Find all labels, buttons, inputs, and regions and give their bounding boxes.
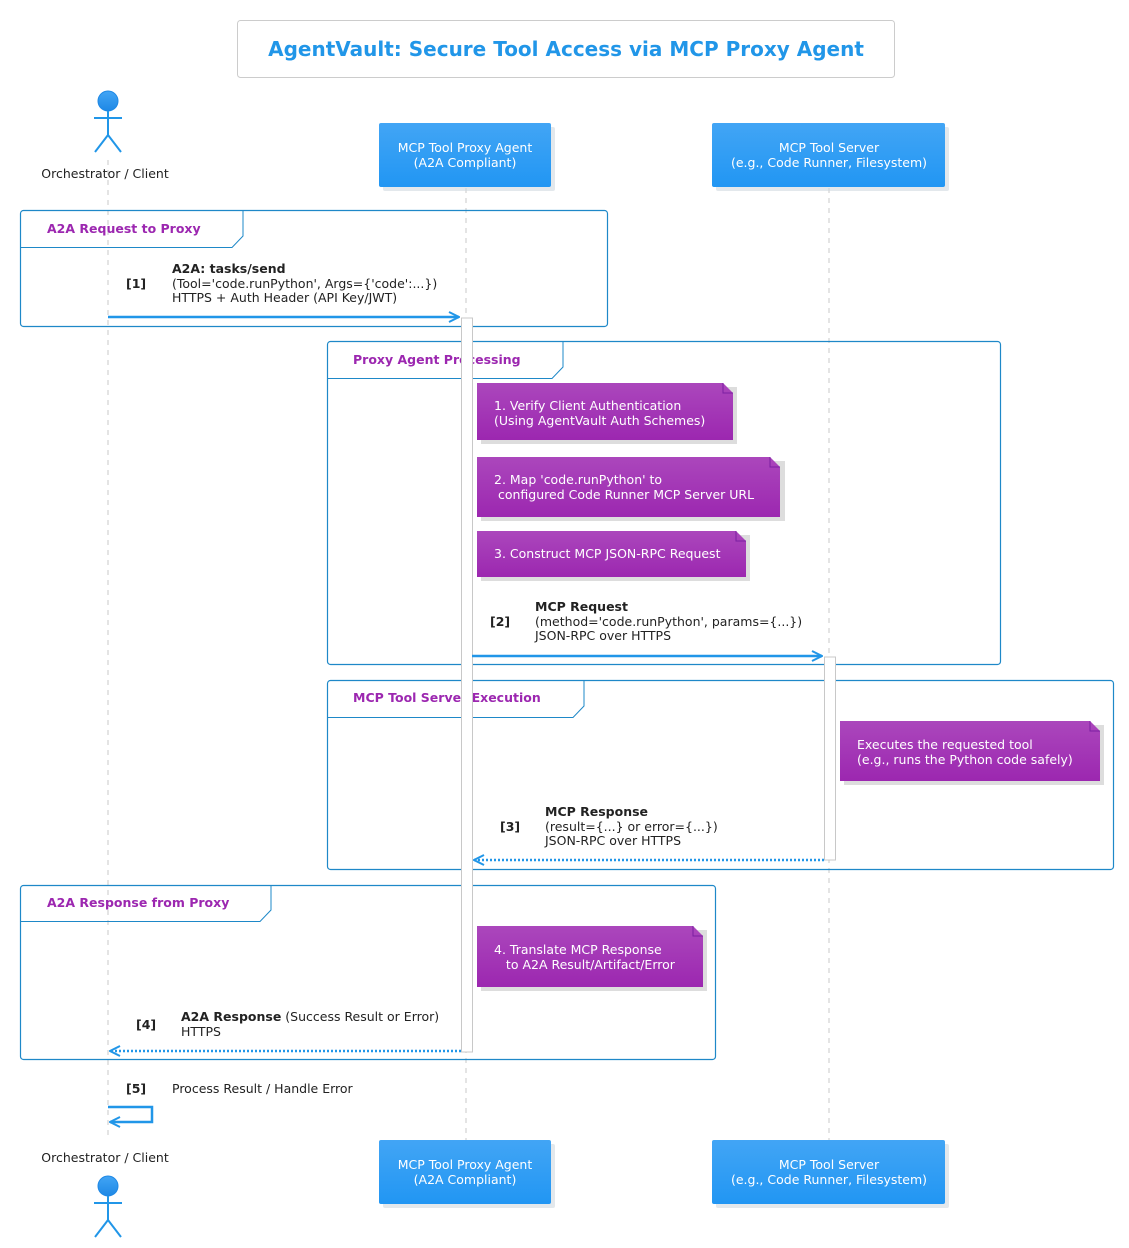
participant-server-top: MCP Tool Server (e.g., Code Runner, File… [712, 123, 949, 191]
message-4: [4] A2A Response (Success Result or Erro… [110, 1009, 461, 1051]
step-number: [1] [126, 276, 146, 291]
frame-label: A2A Request to Proxy [47, 221, 201, 236]
participant-proxy-bottom: MCP Tool Proxy Agent (A2A Compliant) [379, 1140, 555, 1208]
note-text: 4. Translate MCP Response [494, 942, 662, 957]
participant-label: MCP Tool Proxy Agent [398, 1157, 533, 1172]
step-number: [4] [136, 1017, 156, 1032]
participant-label: (e.g., Code Runner, Filesystem) [731, 1172, 927, 1187]
arrow-self [108, 1105, 154, 1122]
message-title: A2A: tasks/send [172, 261, 286, 276]
participant-label: MCP Tool Proxy Agent [398, 140, 533, 155]
message-3: [3] MCP Response (result={...} or error=… [474, 804, 824, 860]
participant-proxy-top: MCP Tool Proxy Agent (A2A Compliant) [379, 123, 555, 191]
participant-label: (A2A Compliant) [414, 1172, 517, 1187]
note-text: (e.g., runs the Python code safely) [857, 752, 1073, 767]
message-text: (Tool='code.runPython', Args={'code':...… [172, 276, 437, 291]
message-text: (method='code.runPython', params={...}) [535, 614, 802, 629]
message-text: HTTPS + Auth Header (API Key/JWT) [172, 290, 397, 305]
message-text: JSON-RPC over HTTPS [534, 628, 671, 643]
actor-label: Orchestrator / Client [41, 1150, 169, 1165]
participant-label: (A2A Compliant) [414, 155, 517, 170]
frame-a2a-request: A2A Request to Proxy [19, 209, 609, 328]
frame-a2a-response: A2A Response from Proxy [19, 884, 717, 1061]
note-text: 1. Verify Client Authentication [494, 398, 681, 413]
actor-icon [94, 90, 122, 153]
note-text: Executes the requested tool [857, 737, 1033, 752]
step-number: [5] [126, 1081, 146, 1096]
message-text: HTTPS [181, 1024, 221, 1039]
note-verify-auth: 1. Verify Client Authentication (Using A… [477, 383, 737, 444]
note-construct-request: 3. Construct MCP JSON-RPC Request [477, 531, 750, 581]
message-text: JSON-RPC over HTTPS [544, 833, 681, 848]
message-title-line: A2A Response (Success Result or Error) [181, 1009, 439, 1024]
diagram-title: AgentVault: Secure Tool Access via MCP P… [237, 20, 895, 78]
participant-label: MCP Tool Server [779, 1157, 880, 1172]
frame-proxy-processing: Proxy Agent Processing [326, 340, 1002, 666]
participant-label: MCP Tool Server [779, 140, 880, 155]
message-1: [1] A2A: tasks/send (Tool='code.runPytho… [108, 261, 459, 317]
participant-client-top: Orchestrator / Client [41, 90, 169, 181]
participant-client-bottom: Orchestrator / Client [41, 1150, 169, 1238]
message-title: MCP Request [535, 599, 628, 614]
actor-label: Orchestrator / Client [41, 166, 169, 181]
note-executes-tool: Executes the requested tool (e.g., runs … [840, 721, 1104, 785]
title-text: AgentVault: Secure Tool Access via MCP P… [268, 37, 864, 61]
frame-label: MCP Tool Server Execution [353, 690, 541, 705]
step-number: [3] [500, 819, 520, 834]
actor-icon [94, 1175, 122, 1238]
message-text: Process Result / Handle Error [172, 1081, 354, 1096]
note-text: configured Code Runner MCP Server URL [494, 487, 754, 502]
step-number: [2] [490, 614, 510, 629]
message-5: [5] Process Result / Handle Error [108, 1081, 354, 1122]
note-map-tool: 2. Map 'code.runPython' to configured Co… [477, 457, 785, 521]
message-text: (Success Result or Error) [281, 1009, 439, 1024]
frame-label: A2A Response from Proxy [47, 895, 229, 910]
participant-server-bottom: MCP Tool Server (e.g., Code Runner, File… [712, 1140, 949, 1208]
note-text: to A2A Result/Artifact/Error [494, 957, 676, 972]
message-text: (result={...} or error={...}) [545, 819, 718, 834]
message-2: [2] MCP Request (method='code.runPython'… [472, 599, 822, 656]
note-text: 2. Map 'code.runPython' to [494, 472, 662, 487]
activation-bars [461, 317, 836, 1053]
message-title: MCP Response [545, 804, 648, 819]
note-translate-response: 4. Translate MCP Response to A2A Result/… [477, 926, 707, 991]
frame-mcp-server-execution: MCP Tool Server Execution [326, 679, 1115, 871]
frame-label: Proxy Agent Processing [353, 352, 521, 367]
message-title: A2A Response [181, 1009, 281, 1024]
participant-label: (e.g., Code Runner, Filesystem) [731, 155, 927, 170]
note-text: (Using AgentVault Auth Schemes) [494, 413, 705, 428]
note-text: 3. Construct MCP JSON-RPC Request [494, 546, 721, 561]
